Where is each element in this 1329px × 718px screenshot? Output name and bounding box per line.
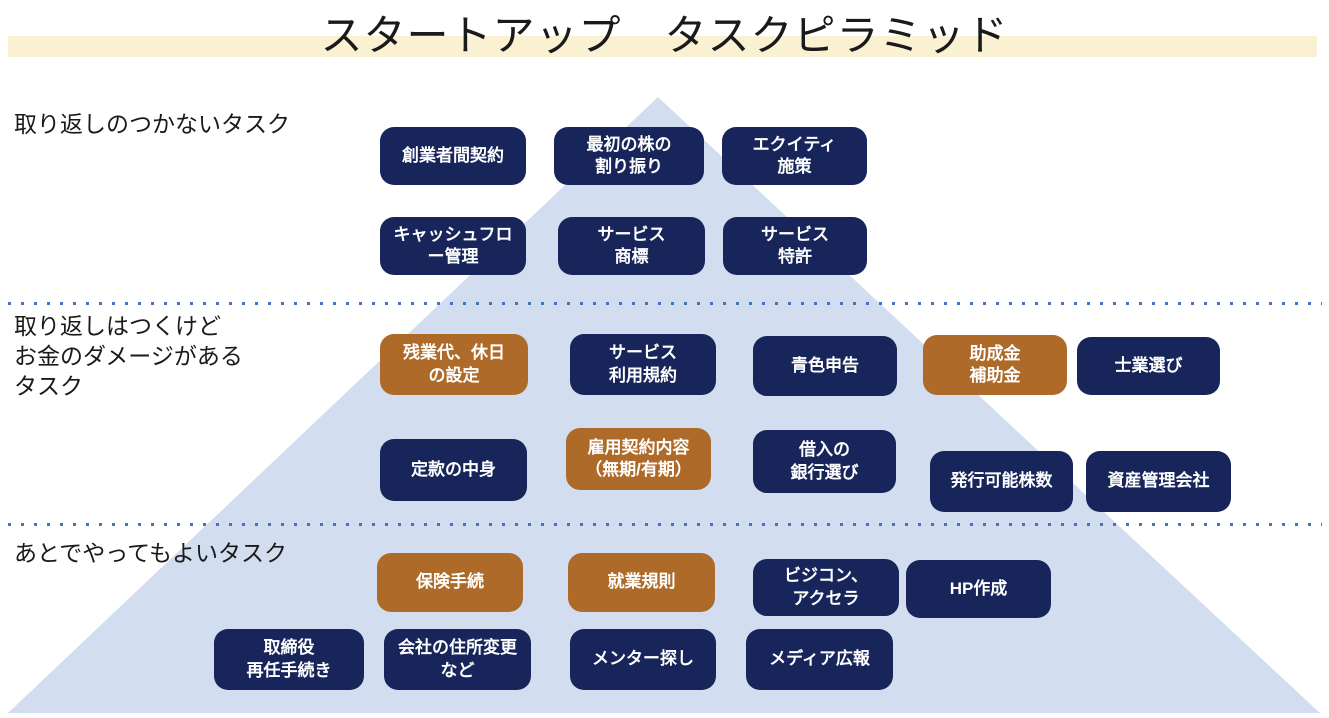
task-box-professional-selection: 士業選び [1077,337,1220,395]
task-box-work-regulations: 就業規則 [568,553,715,612]
tier-label-money-damage: 取り返しはつくけど お金のダメージがある タスク [14,313,243,399]
task-box-mentor-search: メンター探し [570,629,716,690]
task-box-subsidies-grants: 助成金 補助金 [923,335,1067,395]
task-box-terms-of-service: サービス 利用規約 [570,334,716,395]
tier-label-irreversible: 取り返しのつかないタスク [14,111,290,137]
task-box-service-patent: サービス 特許 [723,217,867,275]
tier-divider-2 [8,523,1322,526]
task-box-loan-bank-selection: 借入の 銀行選び [753,430,896,493]
task-box-insurance-procedures: 保険手続 [377,553,523,612]
task-box-employment-contract-terms: 雇用契約内容 （無期/有期） [566,428,711,490]
tier-divider-1 [8,302,1322,305]
tier-label-do-later: あとでやってもよいタスク [14,540,288,566]
task-box-website-creation: HP作成 [906,560,1051,618]
task-box-service-trademark: サービス 商標 [558,217,705,275]
task-box-media-pr: メディア広報 [746,629,893,690]
task-box-cashflow-management: キャッシュフロ ー管理 [380,217,526,275]
task-box-company-address-change: 会社の住所変更 など [384,629,531,690]
task-box-equity-policy: エクイティ 施策 [722,127,867,185]
task-box-initial-equity-split: 最初の株の 割り振り [554,127,704,185]
task-box-founders-agreement: 創業者間契約 [380,127,526,185]
task-box-bizcon-accelerator: ビジコン、 アクセラ [753,559,899,616]
page-title: スタートアップ タスクピラミッド [320,12,1009,59]
task-box-articles-of-incorporation: 定款の中身 [380,439,527,501]
task-box-authorized-shares: 発行可能株数 [930,451,1073,512]
task-box-asset-management-company: 資産管理会社 [1086,451,1231,512]
title-highlight-bar [8,36,1317,57]
task-box-overtime-holiday-settings: 残業代、休日 の設定 [380,334,528,395]
task-box-blue-tax-return: 青色申告 [753,336,897,396]
task-box-director-reappointment: 取締役 再任手続き [214,629,364,690]
